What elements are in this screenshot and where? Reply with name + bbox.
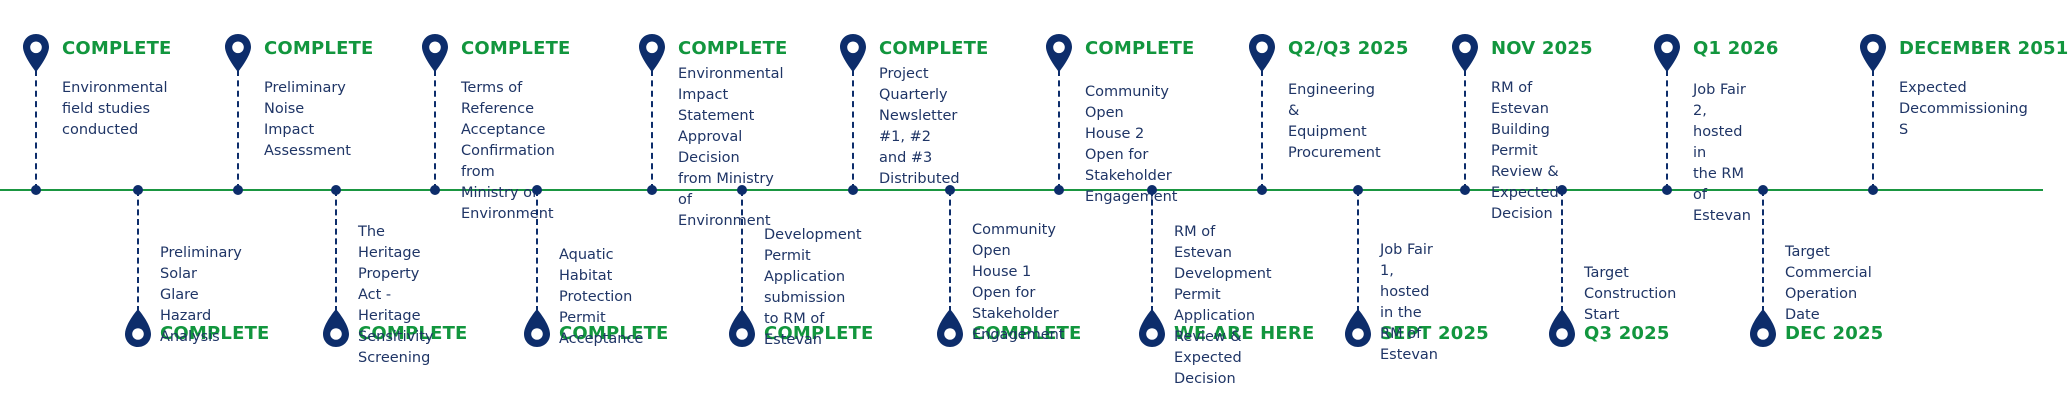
map-pin-icon <box>1045 33 1073 73</box>
timeline-dot <box>1662 185 1672 195</box>
milestone-description: Preliminary Solar Glare Hazard Analysis <box>160 245 242 345</box>
dashed-connector <box>1357 190 1359 312</box>
dashed-connector <box>1058 70 1060 190</box>
timeline-dot <box>532 185 542 195</box>
timeline-dot <box>647 185 657 195</box>
dashed-connector <box>1261 70 1263 190</box>
timeline-dot <box>1054 185 1064 195</box>
dashed-connector <box>1561 190 1563 312</box>
timeline-dot <box>737 185 747 195</box>
milestone-status: COMPLETE <box>879 38 989 59</box>
dashed-connector <box>434 70 436 190</box>
map-pin-icon <box>839 33 867 73</box>
dashed-connector <box>949 190 951 312</box>
milestone-description: Environmental Impact Statement Approval … <box>678 66 784 229</box>
drop-pin-icon <box>936 308 964 348</box>
map-pin-icon <box>22 33 50 73</box>
milestone-description: Aquatic Habitat Protection Permit Accept… <box>559 247 644 347</box>
milestone-status: COMPLETE <box>62 38 172 59</box>
milestone-status: Q2/Q3 2025 <box>1288 38 1409 59</box>
milestone-description: The Heritage Property Act - Heritage Sen… <box>358 224 434 366</box>
dashed-connector <box>1872 70 1874 190</box>
timeline-dot <box>1257 185 1267 195</box>
timeline-dot <box>31 185 41 195</box>
dashed-connector <box>1762 190 1764 312</box>
map-pin-icon <box>1248 33 1276 73</box>
timeline-dot <box>233 185 243 195</box>
timeline-dot <box>1460 185 1470 195</box>
milestone-status: Q1 2026 <box>1693 38 1779 59</box>
drop-pin-icon <box>322 308 350 348</box>
drop-pin-icon <box>1548 308 1576 348</box>
milestone-status: COMPLETE <box>160 323 270 344</box>
milestone-status: COMPLETE <box>461 38 571 59</box>
timeline-dot <box>133 185 143 195</box>
milestone-status: NOV 2025 <box>1491 38 1593 59</box>
timeline-dot <box>1353 185 1363 195</box>
drop-pin-icon <box>728 308 756 348</box>
drop-pin-icon <box>1138 308 1166 348</box>
map-pin-icon <box>1653 33 1681 73</box>
milestone-status: COMPLETE <box>1085 38 1195 59</box>
drop-pin-icon <box>523 308 551 348</box>
timeline-dot <box>1557 185 1567 195</box>
milestone-description: Community Open House 1 Open for Stakehol… <box>972 222 1065 343</box>
timeline-dot <box>848 185 858 195</box>
milestone-description: Target Construction Start <box>1584 265 1677 323</box>
timeline-dot <box>945 185 955 195</box>
milestone-description: Preliminary Noise Impact Assessment <box>264 80 351 159</box>
map-pin-icon <box>638 33 666 73</box>
dashed-connector <box>852 70 854 190</box>
milestone-status: COMPLETE <box>972 323 1082 344</box>
milestone-description: Terms of Reference Acceptance Confirmati… <box>461 80 555 222</box>
milestone-description: RM of Estevan Building Permit Review & E… <box>1491 80 1559 222</box>
timeline-dot <box>331 185 341 195</box>
drop-pin-icon <box>1344 308 1372 348</box>
map-pin-icon <box>224 33 252 73</box>
timeline-dot <box>1868 185 1878 195</box>
milestone-status: WE ARE HERE <box>1174 323 1315 344</box>
milestone-status: DEC 2025 <box>1785 323 1884 344</box>
drop-pin-icon <box>1749 308 1777 348</box>
milestone-description: Project Quarterly Newsletter #1, #2 and … <box>879 66 960 187</box>
milestone-description: RM of Estevan Development Permit Applica… <box>1174 224 1272 387</box>
dashed-connector <box>237 70 239 190</box>
dashed-connector <box>35 70 37 190</box>
milestone-status: COMPLETE <box>358 323 468 344</box>
milestone-status: COMPLETE <box>764 323 874 344</box>
milestone-status: Q3 2025 <box>1584 323 1670 344</box>
dashed-connector <box>1666 70 1668 190</box>
dashed-connector <box>741 190 743 312</box>
milestone-description: Expected Decommissioning S <box>1899 80 2028 138</box>
milestone-description: Job Fair 2, hosted in the RM of Estevan <box>1693 82 1751 224</box>
milestone-description: Job Fair 1, hosted in the RM of Estevan <box>1380 242 1438 363</box>
dashed-connector <box>1151 190 1153 312</box>
milestone-status: COMPLETE <box>264 38 374 59</box>
map-pin-icon <box>1859 33 1887 73</box>
milestone-description: Environmental field studies conducted <box>62 80 168 138</box>
timeline-dot <box>1147 185 1157 195</box>
map-pin-icon <box>1451 33 1479 73</box>
milestone-status: COMPLETE <box>678 38 788 59</box>
milestone-description: Engineering & Equipment Procurement <box>1288 82 1381 161</box>
dashed-connector <box>335 190 337 312</box>
dashed-connector <box>536 190 538 312</box>
dashed-connector <box>1464 70 1466 190</box>
timeline-axis <box>0 189 2043 191</box>
dashed-connector <box>651 70 653 190</box>
dashed-connector <box>137 190 139 312</box>
map-pin-icon <box>421 33 449 73</box>
milestone-description: Community Open House 2 Open for Stakehol… <box>1085 84 1178 205</box>
timeline-dot <box>1758 185 1768 195</box>
milestone-status: DECEMBER 2051 <box>1899 38 2069 59</box>
milestone-status: COMPLETE <box>559 323 669 344</box>
timeline-dot <box>430 185 440 195</box>
milestone-status: SEPT 2025 <box>1380 323 1489 344</box>
drop-pin-icon <box>124 308 152 348</box>
milestone-description: Target Commercial Operation Date <box>1785 244 1872 323</box>
milestone-description: Development Permit Application submissio… <box>764 227 862 348</box>
